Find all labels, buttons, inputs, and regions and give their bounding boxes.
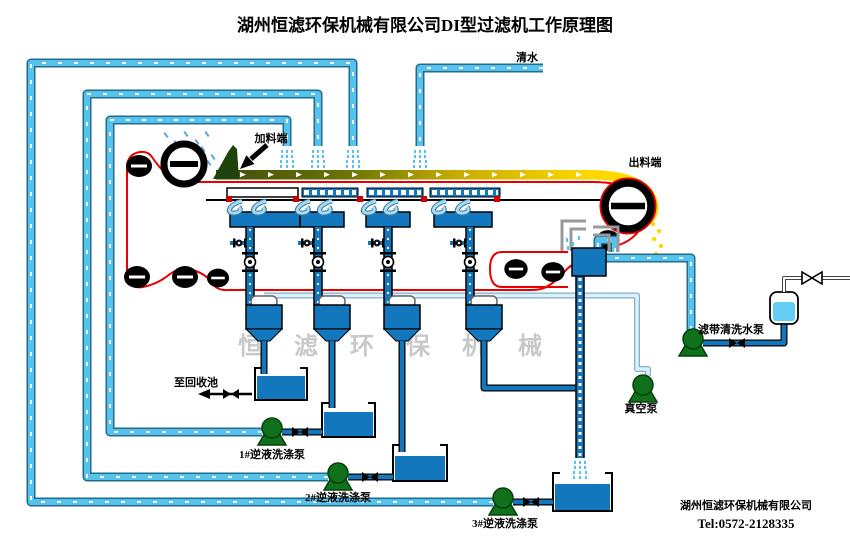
pump-circuits xyxy=(257,417,553,516)
pump3-label: 3#逆液洗涤泵 xyxy=(472,516,538,530)
filtrate-header-boxes xyxy=(229,211,493,228)
feed-end-arrow xyxy=(240,143,269,169)
wash-pump-1 xyxy=(257,417,287,446)
pump1-label: 1#逆液洗涤泵 xyxy=(239,447,305,461)
wash-water-vessel xyxy=(769,291,799,325)
belt-wash-pump-label: 滤带清洗水泵 xyxy=(698,322,764,336)
guide-roller xyxy=(124,153,154,179)
pump2-label: 2#逆液洗涤泵 xyxy=(305,490,371,504)
tank-1 xyxy=(321,402,376,438)
separator-vessels xyxy=(244,295,504,342)
belt-wash-circuit xyxy=(598,240,850,403)
guide-roller xyxy=(205,267,231,289)
belt-rollers xyxy=(122,140,655,290)
suction-hoses xyxy=(229,201,470,213)
vacuum-boxes xyxy=(226,187,501,202)
tension-roller xyxy=(502,257,530,281)
separator-vessel xyxy=(244,295,284,342)
feed-material-wedge xyxy=(213,145,239,179)
vacuum-pump-label: 真空泵 xyxy=(625,401,658,415)
separator-drain-pipes xyxy=(260,341,580,452)
wash-water-drain-pipe xyxy=(573,276,587,479)
vacuum-manifold-pipe xyxy=(264,292,651,376)
recovery-outlet xyxy=(198,389,252,399)
vacuum-pump xyxy=(628,374,658,403)
discharge-end-label: 出料端 xyxy=(629,155,662,169)
wash-pump-2 xyxy=(323,462,353,491)
flow-arrow xyxy=(198,389,210,399)
footer-company: 湖州恒滤环保机械有限公司 xyxy=(680,498,812,512)
wash-collection-box xyxy=(571,247,607,277)
inlet-valve xyxy=(801,270,823,286)
guide-roller xyxy=(122,264,152,290)
tank-2 xyxy=(392,444,448,482)
recovery-tank xyxy=(254,367,308,401)
wash-pump-3 xyxy=(488,487,518,516)
spray-nozzles xyxy=(280,150,427,168)
separator-vessel xyxy=(382,295,422,342)
to-recovery-pool-label: 至回收池 xyxy=(174,375,218,389)
drive-roller xyxy=(601,179,655,233)
clean-water-label: 清水 xyxy=(516,50,539,64)
clean-water-pipe xyxy=(420,68,543,146)
separator-vessel xyxy=(464,295,504,342)
guide-roller xyxy=(170,264,200,290)
separator-vessel xyxy=(312,295,352,342)
head-roller xyxy=(160,140,208,188)
footer-tel: Tel:0572-2128335 xyxy=(697,516,795,531)
collection-tanks xyxy=(254,367,613,512)
downpipe-valves xyxy=(228,236,479,273)
guide-roller xyxy=(539,260,567,284)
feed-end-label: 加料端 xyxy=(254,131,288,145)
belt-wash-housing xyxy=(560,219,620,277)
tank-3 xyxy=(552,472,613,512)
diagram-title: 湖州恒滤环保机械有限公司DI型过滤机工作原理图 xyxy=(237,15,613,35)
